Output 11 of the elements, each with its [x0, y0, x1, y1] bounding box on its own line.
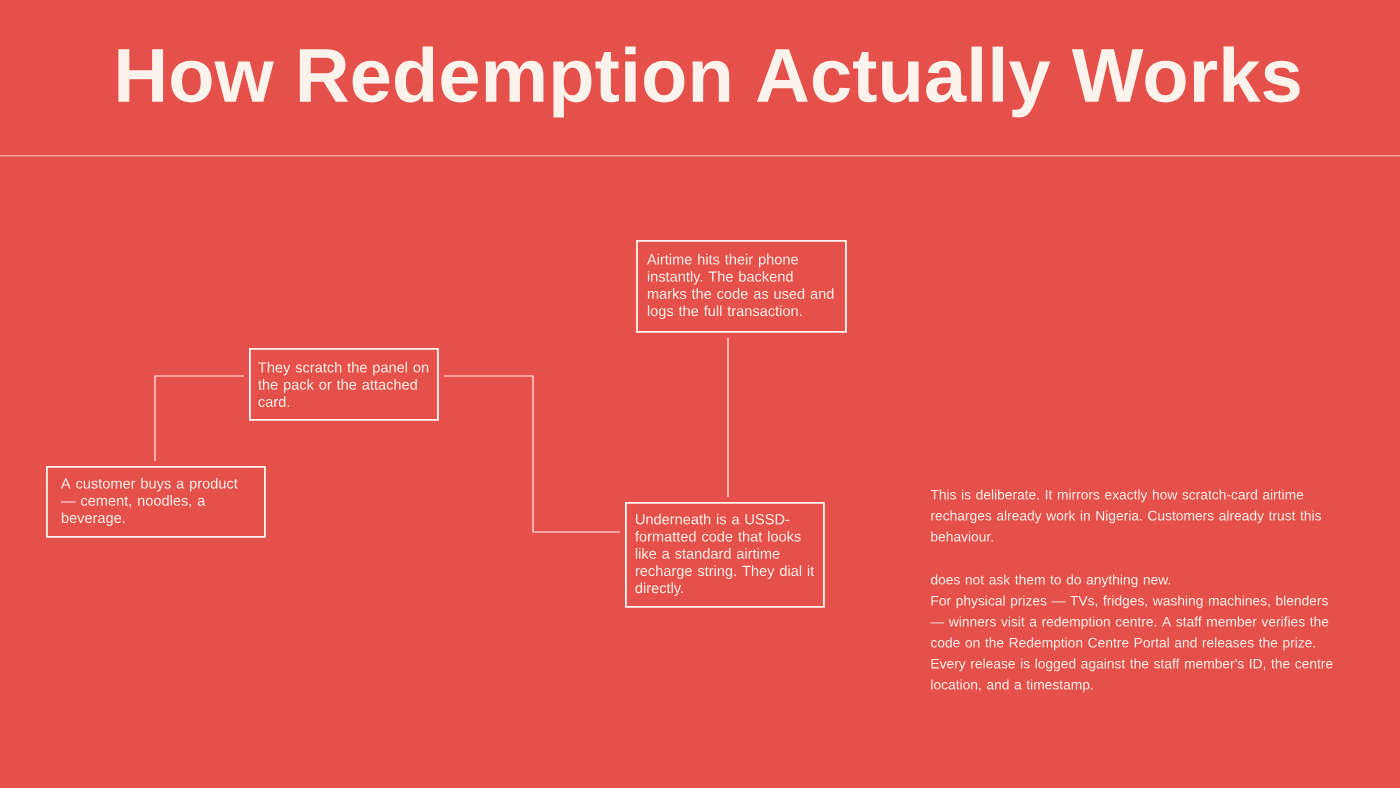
title: How Redemption Actually Works: [118, 46, 1300, 118]
paragraph: For physical prizes — TVs, fridges, washing machines, blenders — winners visit a redemption centre. A staff member verifies the code on the Redemption Centre Portal and releases the prize. Every release is logged against the staff member's ID, the centre location, and a timestamp.: [930, 595, 1333, 693]
paragraph: This is deliberate. It mirrors exactly how scratch-card airtime recharges already work in Nigeria. Customers already trust this behaviour.: [930, 489, 1321, 542]
connector-line: [727, 337, 729, 498]
step-box: Underneath is a USSD-formatted code that looks like a standard airtime recharge string. They dial it directly.: [625, 502, 825, 608]
step-box: They scratch the panel on the pack or the attached card.: [249, 348, 439, 421]
connector-line: [154, 375, 245, 462]
step-box: A customer buys a product — cement, noodles, a beverage.: [46, 466, 266, 538]
step-box: Airtime hits their phone instantly. The backend marks the code as used and logs the full transaction.: [636, 240, 847, 333]
connector-line: [443, 375, 621, 533]
paragraph: does not ask them to do anything new.: [931, 574, 1170, 588]
